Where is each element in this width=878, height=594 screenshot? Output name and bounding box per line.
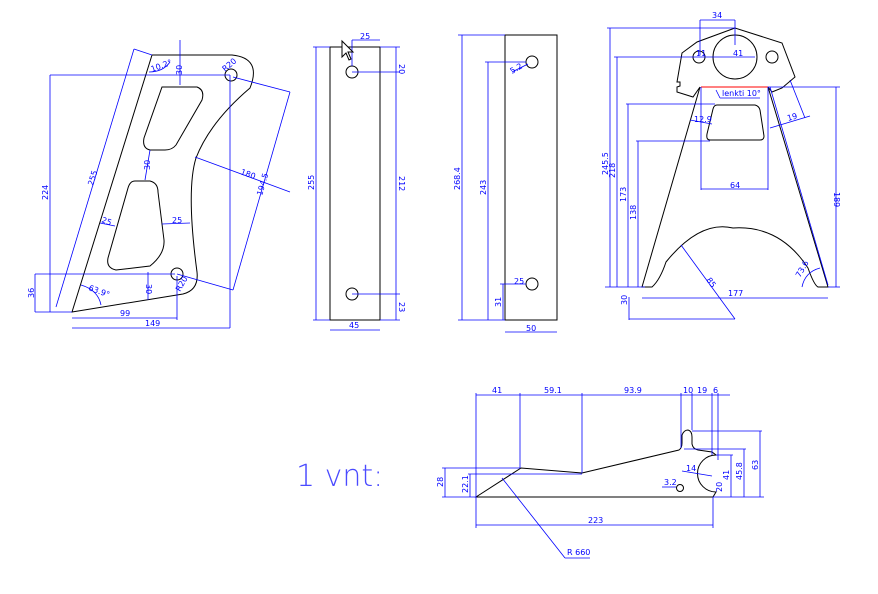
dim-45: 45	[349, 321, 359, 330]
dim-34: 34	[712, 11, 722, 20]
dim-30-bottom: 30	[144, 284, 153, 294]
dim-angle-bottom: 63.9°	[87, 283, 111, 299]
dim-r180: 180	[239, 167, 256, 181]
dim-19: 19	[786, 112, 798, 123]
dim-3-2: 3.2	[664, 478, 677, 487]
frame-outline	[641, 27, 829, 288]
dim-189: 189	[832, 192, 841, 207]
dim-93-9: 93.9	[624, 386, 642, 395]
dim-99: 99	[120, 309, 130, 318]
dim-19: 19	[697, 386, 707, 395]
plate-outline	[329, 46, 381, 321]
dim-45-8: 45.8	[735, 462, 744, 480]
right-hole	[765, 50, 779, 64]
upper-cutout	[143, 86, 204, 151]
dim-10: 10	[683, 386, 693, 395]
dim-20: 20	[715, 482, 724, 492]
dim-173: 173	[619, 187, 628, 202]
dim-177: 177	[728, 289, 743, 298]
dim-25-right: 25	[172, 216, 182, 225]
dim-r660: R 660	[567, 548, 590, 557]
dim-20: 20	[397, 64, 406, 74]
view-side-bracket: 10.2° 30 R20 224 255 30 180 194.5 25 25 …	[27, 40, 291, 329]
dim-149: 149	[145, 319, 160, 328]
small-hole	[676, 484, 684, 492]
mouse-cursor-icon	[341, 39, 355, 61]
dim-12-9: 12.9	[694, 115, 712, 124]
dim-6: 6	[713, 386, 718, 395]
dim-5-2: 5.2	[509, 62, 525, 76]
dim-web-30: 30	[143, 160, 152, 170]
dim-30-top: 30	[175, 65, 184, 75]
dim-25: 25	[514, 277, 524, 286]
dim-268-4: 268.4	[453, 167, 462, 190]
window-cutout	[706, 104, 765, 141]
lower-cutout	[107, 180, 165, 271]
view-plate-50: 5.2 268.4 243 31 25 50	[453, 34, 558, 333]
view-front-frame: 34 41 11 lenkti 10° 12.9 19 245.5 218 17…	[601, 11, 841, 320]
view-bottom-profile: 41 59.1 93.9 10 19 6 28 22.1 14 3.2 20 4…	[436, 386, 764, 559]
dim-25-left: 25	[100, 215, 113, 227]
bend-note: lenkti 10°	[722, 89, 761, 98]
dim-23: 23	[397, 302, 406, 312]
dim-212: 212	[397, 176, 406, 191]
bottom-hole	[525, 277, 539, 291]
quantity-label: 1 vnt:	[296, 459, 383, 494]
dim-59-1: 59.1	[544, 386, 562, 395]
dim-25: 25	[360, 32, 370, 41]
dim-30: 30	[620, 295, 629, 305]
dim-28: 28	[436, 477, 445, 487]
dim-218: 218	[608, 163, 617, 178]
profile-outline	[474, 429, 718, 498]
dim-41-top: 41	[492, 386, 502, 395]
dim-64: 64	[730, 181, 740, 190]
dim-31: 31	[494, 297, 503, 307]
dim-36: 36	[27, 288, 36, 298]
view-plate-45: 25 20 255 212 23 45	[307, 32, 406, 331]
top-hole	[525, 55, 539, 69]
dim-138: 138	[629, 205, 638, 220]
dim-245-5: 245.5	[601, 152, 610, 175]
dim-14: 14	[686, 464, 696, 473]
dim-11: 11	[696, 49, 706, 58]
dim-255: 255	[307, 175, 316, 190]
plate-outline	[504, 34, 558, 321]
dim-41-right: 41	[722, 470, 731, 480]
dim-angle-top: 10.2°	[150, 58, 174, 74]
dim-50: 50	[526, 324, 536, 333]
dim-41: 41	[733, 49, 743, 58]
dim-r85: 85	[704, 276, 717, 290]
dim-63: 63	[751, 460, 760, 470]
dim-223: 223	[588, 516, 603, 525]
dim-224: 224	[41, 185, 50, 200]
dim-r20-bottom: R20	[174, 275, 190, 293]
dim-243: 243	[479, 180, 488, 195]
dim-255: 255	[86, 169, 99, 186]
dim-22-1: 22.1	[461, 475, 470, 493]
bracket-outline	[71, 54, 254, 313]
